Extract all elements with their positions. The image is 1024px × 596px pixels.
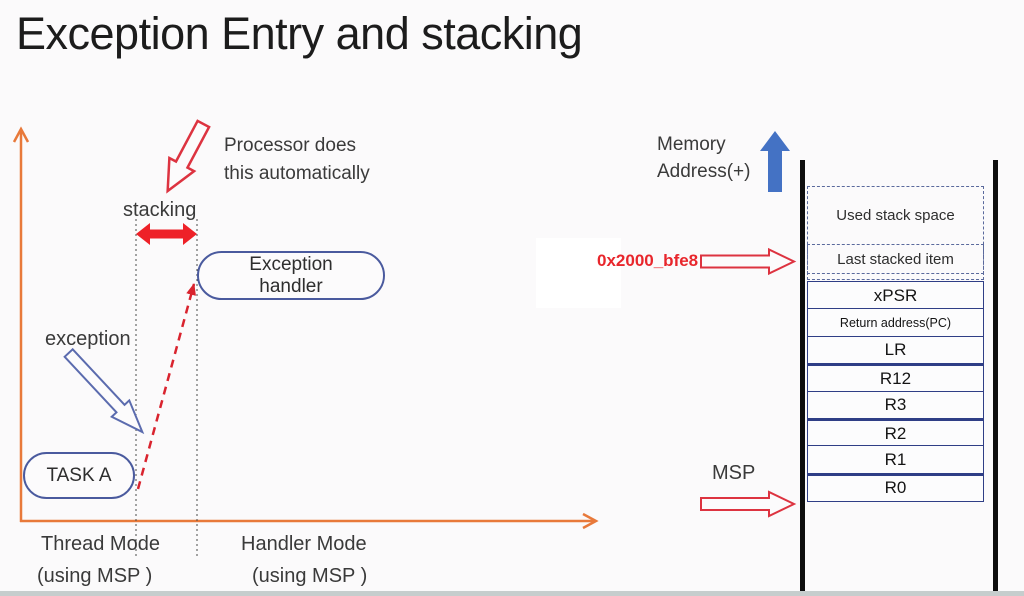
address-pointer-arrow-icon <box>700 247 797 276</box>
memory-axis-label-line2: Address(+) <box>657 161 751 182</box>
stacking-label: stacking <box>123 199 197 221</box>
stack-cell-r2: R2 <box>807 418 984 448</box>
thread-mode-label: Thread Mode <box>41 533 160 555</box>
bottom-edge-bar <box>0 591 1024 596</box>
memory-address-up-arrow-icon <box>760 131 790 192</box>
y-axis-arrowhead-icon <box>12 126 30 143</box>
stack-cell-xpsr: xPSR <box>807 281 984 310</box>
exception-label: exception <box>45 328 131 350</box>
processor-note-arrow-icon <box>166 119 211 194</box>
video-artifact-patch <box>536 238 621 308</box>
x-axis-arrowhead-icon <box>582 512 599 530</box>
stack-cell-lr: LR <box>807 335 984 365</box>
exception-handler-line1: Exception <box>249 253 333 275</box>
stack-wall-left <box>800 160 805 596</box>
used-stack-space-box: Used stack space <box>807 186 984 280</box>
stack-cell-return-address: Return address(PC) <box>807 308 984 338</box>
processor-note: Processor does this automatically <box>224 132 370 188</box>
msp-label: MSP <box>712 462 756 484</box>
processor-note-line2: this automatically <box>224 163 370 184</box>
task-a-box: TASK A <box>23 452 135 499</box>
thread-mode-sub-label: (using MSP ) <box>37 565 153 587</box>
stack-cell-r1: R1 <box>807 445 984 475</box>
stack-cell-r3: R3 <box>807 390 984 420</box>
exception-arrow-icon <box>63 347 145 435</box>
used-stack-space-label: Used stack space <box>836 207 955 224</box>
task-a-label: TASK A <box>46 464 112 486</box>
last-stacked-item-label: Last stacked item <box>837 250 954 268</box>
page-title: Exception Entry and stacking <box>16 8 583 59</box>
last-stacked-item-box: Last stacked item <box>807 244 984 274</box>
msp-arrow-icon <box>700 490 797 518</box>
exception-handler-line2: handler <box>259 275 323 297</box>
stack-cell-r0: R0 <box>807 472 984 502</box>
stack-wall-right <box>993 160 998 596</box>
memory-axis-label: Memory Address(+) <box>657 131 750 185</box>
stack-address-label: 0x2000_bfe8 <box>597 251 699 270</box>
stacking-double-arrow-icon <box>136 223 197 245</box>
stack-cell-r12: R12 <box>807 363 984 393</box>
memory-axis-label-line1: Memory <box>657 134 726 155</box>
handler-mode-sub-label: (using MSP ) <box>252 565 368 587</box>
stack-frame-table: xPSR Return address(PC) LR R12 R3 R2 R1 … <box>807 281 984 502</box>
handler-mode-label: Handler Mode <box>241 533 367 555</box>
exception-transition-dashed-arrow <box>136 283 196 490</box>
processor-note-line1: Processor does <box>224 135 357 156</box>
exception-handler-box: Exception handler <box>197 251 385 300</box>
